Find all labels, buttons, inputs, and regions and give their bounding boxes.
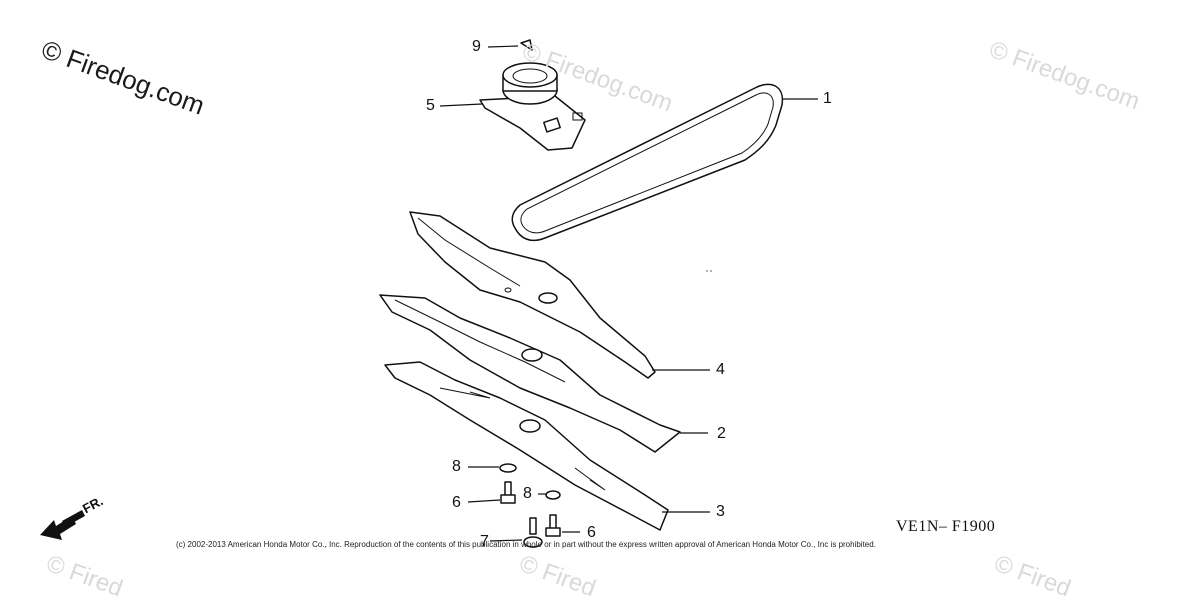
drive-belt[interactable] — [511, 83, 784, 242]
parts-diagram — [40, 39, 818, 548]
stray-mark — [706, 270, 708, 272]
blade-bolt-lower[interactable] — [545, 514, 561, 537]
blade-bolt-upper[interactable] — [500, 481, 516, 504]
leader-line-9 — [487, 45, 519, 48]
woodruff-key[interactable] — [520, 39, 533, 51]
lower-blade[interactable] — [384, 361, 669, 531]
front-direction-arrow-tail — [62, 510, 85, 527]
stray-mark — [710, 270, 712, 272]
washer-lower[interactable] — [545, 490, 561, 500]
leader-line-6a — [467, 499, 501, 503]
figure-code: VE1N– F1900 — [896, 518, 996, 535]
upper-blade[interactable] — [409, 211, 656, 379]
callout-8a[interactable]: 8 — [452, 458, 461, 475]
callout-6b[interactable]: 6 — [587, 524, 596, 541]
blade-bolt-washer[interactable] — [523, 517, 543, 548]
callout-8b[interactable]: 8 — [523, 485, 532, 502]
callout-6a[interactable]: 6 — [452, 494, 461, 511]
callout-2[interactable]: 2 — [717, 425, 726, 442]
blade-holder-pulley[interactable] — [479, 62, 586, 151]
washer-upper[interactable] — [499, 463, 517, 473]
middle-blade[interactable] — [379, 294, 681, 453]
callout-3[interactable]: 3 — [716, 503, 725, 520]
callout-1[interactable]: 1 — [823, 90, 832, 107]
callout-5[interactable]: 5 — [426, 97, 435, 114]
callout-7[interactable]: 7 — [480, 533, 489, 550]
copyright-notice: (c) 2002-2013 American Honda Motor Co., … — [176, 540, 876, 549]
callout-4[interactable]: 4 — [716, 361, 725, 378]
leader-line-7 — [489, 539, 523, 542]
callout-9[interactable]: 9 — [472, 38, 481, 55]
leader-line-5 — [439, 103, 483, 107]
